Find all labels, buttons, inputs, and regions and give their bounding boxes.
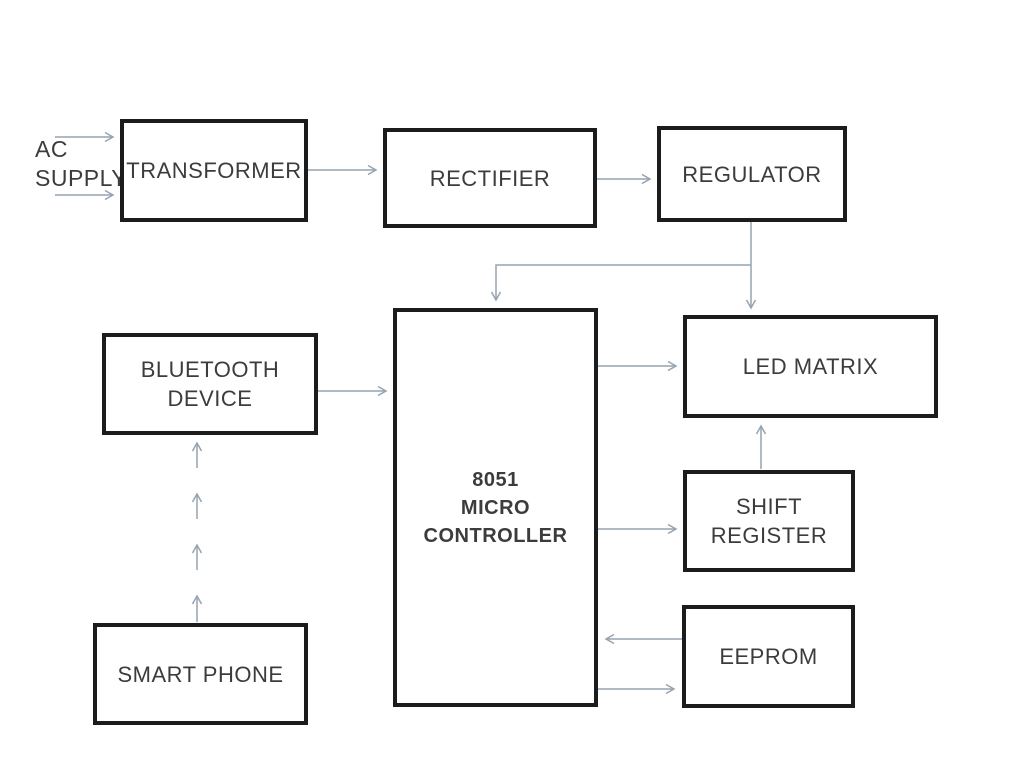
ac-supply-label-line1: AC (35, 136, 68, 162)
shift-register-label-line2: REGISTER (710, 523, 828, 548)
transformer-node: TRANSFORMER (120, 119, 308, 222)
edge-regulator-to-mcu (490, 264, 751, 302)
shift-register-node: SHIFT REGISTER (683, 470, 855, 572)
bluetooth-device-node: BLUETOOTH DEVICE (102, 333, 318, 435)
regulator-label: REGULATOR (682, 161, 822, 187)
mcu-label-line3: CONTROLLER (423, 524, 568, 547)
bluetooth-device-label-line1: BLUETOOTH (140, 357, 280, 382)
eeprom-label: EEPROM (719, 644, 818, 669)
transformer-label: TRANSFORMER (126, 158, 302, 183)
ac-supply-label: AC SUPPLY (35, 135, 127, 193)
smart-phone-node: SMART PHONE (93, 623, 308, 725)
mcu-8051-node: 8051 MICRO CONTROLLER (393, 308, 598, 707)
ac-supply-label-line2: SUPPLY (35, 165, 128, 191)
led-matrix-node: LED MATRIX (683, 315, 938, 418)
rectifier-label: RECTIFIER (429, 165, 551, 191)
mcu-label-line1: 8051 (472, 468, 519, 491)
shift-register-label-line1: SHIFT (735, 494, 803, 519)
bluetooth-device-label-line2: DEVICE (167, 386, 253, 411)
mcu-label-line2: MICRO (460, 496, 531, 519)
regulator-node: REGULATOR (657, 126, 847, 222)
rectifier-node: RECTIFIER (383, 128, 597, 228)
smart-phone-label: SMART PHONE (117, 661, 284, 687)
eeprom-node: EEPROM (682, 605, 855, 708)
led-matrix-label: LED MATRIX (742, 354, 879, 379)
